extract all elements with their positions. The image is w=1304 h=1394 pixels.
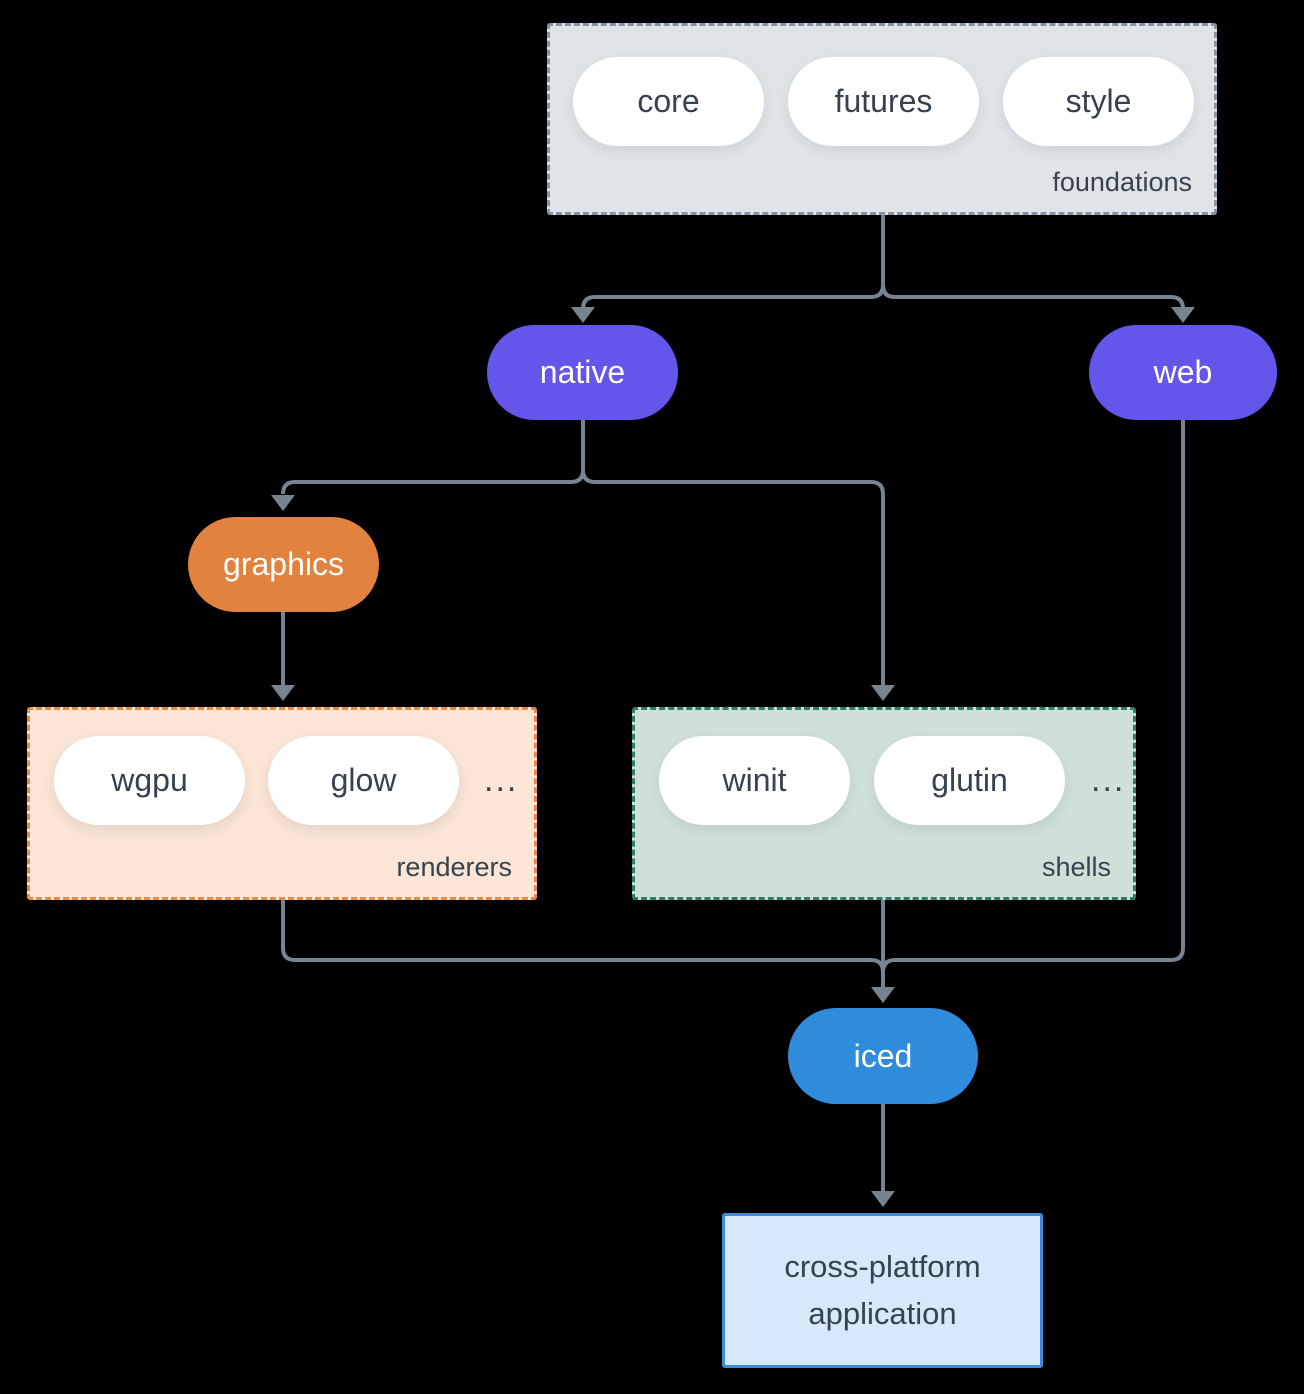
arrowhead-web — [1171, 307, 1195, 323]
connector-foundations-native — [581, 215, 885, 310]
node-iced-label: iced — [853, 1037, 913, 1074]
node-glutin: glutin — [874, 736, 1065, 825]
shells-group: winit glutin ... shells — [632, 707, 1136, 900]
renderers-ellipsis: ... — [484, 761, 519, 799]
arrowhead-shells — [871, 685, 895, 701]
node-wgpu: wgpu — [54, 736, 245, 825]
node-wgpu-label: wgpu — [111, 762, 188, 798]
shells-ellipsis: ... — [1091, 761, 1126, 799]
renderers-group: wgpu glow ... renderers — [27, 707, 537, 900]
node-native: native — [487, 325, 678, 420]
node-iced: iced — [788, 1008, 978, 1104]
node-core-label: core — [637, 83, 700, 119]
arrowhead-graphics — [271, 495, 295, 511]
arrowhead-native — [571, 307, 595, 323]
arrowhead-application — [871, 1191, 895, 1207]
node-glow-label: glow — [330, 762, 397, 798]
shells-group-label: shells — [1041, 852, 1111, 882]
connector-renderers-iced — [281, 900, 885, 973]
node-winit: winit — [659, 736, 850, 825]
node-application: cross-platform application — [722, 1213, 1043, 1368]
connector-native-graphics — [281, 420, 585, 495]
node-web: web — [1089, 325, 1277, 420]
renderers-group-label: renderers — [396, 852, 512, 882]
node-futures-label: futures — [834, 83, 933, 119]
connector-foundations-web — [881, 215, 1185, 310]
foundations-pill-row: core futures style — [550, 26, 1214, 146]
node-application-label: cross-platform application — [784, 1249, 981, 1331]
shells-pill-row: winit glutin ... — [635, 710, 1133, 825]
node-glow: glow — [268, 736, 459, 825]
arrowhead-iced — [871, 987, 895, 1003]
connector-native-shells — [581, 420, 885, 686]
node-style-label: style — [1065, 83, 1132, 119]
node-native-label: native — [539, 354, 626, 390]
node-futures: futures — [788, 57, 979, 146]
renderers-pill-row: wgpu glow ... — [30, 710, 534, 825]
node-core: core — [573, 57, 764, 146]
node-style: style — [1003, 57, 1194, 146]
node-graphics: graphics — [188, 517, 379, 612]
arrowhead-renderers — [271, 685, 295, 701]
foundations-group-label: foundations — [1052, 167, 1192, 197]
node-web-label: web — [1153, 354, 1213, 390]
node-graphics-label: graphics — [223, 546, 344, 582]
node-glutin-label: glutin — [931, 762, 1008, 798]
node-winit-label: winit — [722, 762, 787, 798]
foundations-group: core futures style foundations — [547, 23, 1217, 215]
